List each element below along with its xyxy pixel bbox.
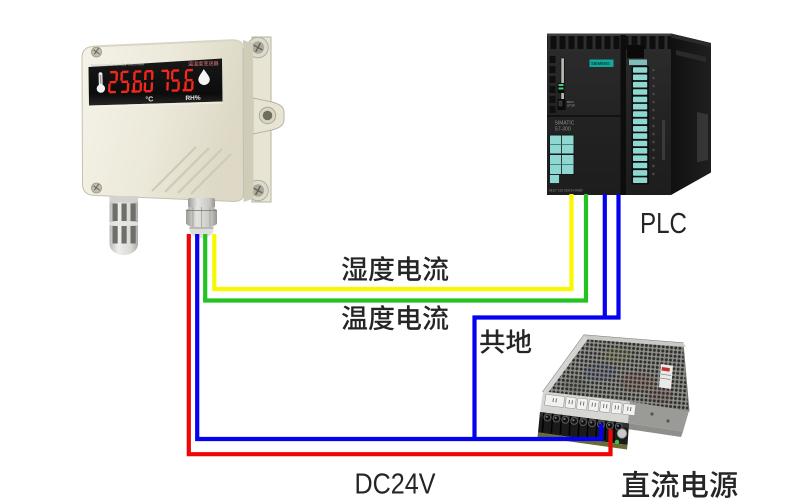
svg-text:SIMATIC: SIMATIC [555, 121, 575, 127]
svg-text:DC24V: DC24V [355, 468, 437, 500]
svg-text:6ES7 315-2EH14-0AB0: 6ES7 315-2EH14-0AB0 [549, 189, 583, 193]
svg-text:°C: °C [145, 95, 153, 103]
svg-text:S7-300: S7-300 [555, 127, 571, 133]
svg-text:RUN: RUN [567, 100, 574, 104]
svg-text:Temperature&Humidity Transmitt: Temperature&Humidity Transmitter [90, 62, 145, 67]
svg-text:PLC: PLC [640, 208, 687, 240]
svg-text:SIEMENS: SIEMENS [591, 61, 610, 66]
svg-text:RH%: RH% [185, 95, 201, 102]
svg-text:STOP: STOP [567, 104, 575, 108]
